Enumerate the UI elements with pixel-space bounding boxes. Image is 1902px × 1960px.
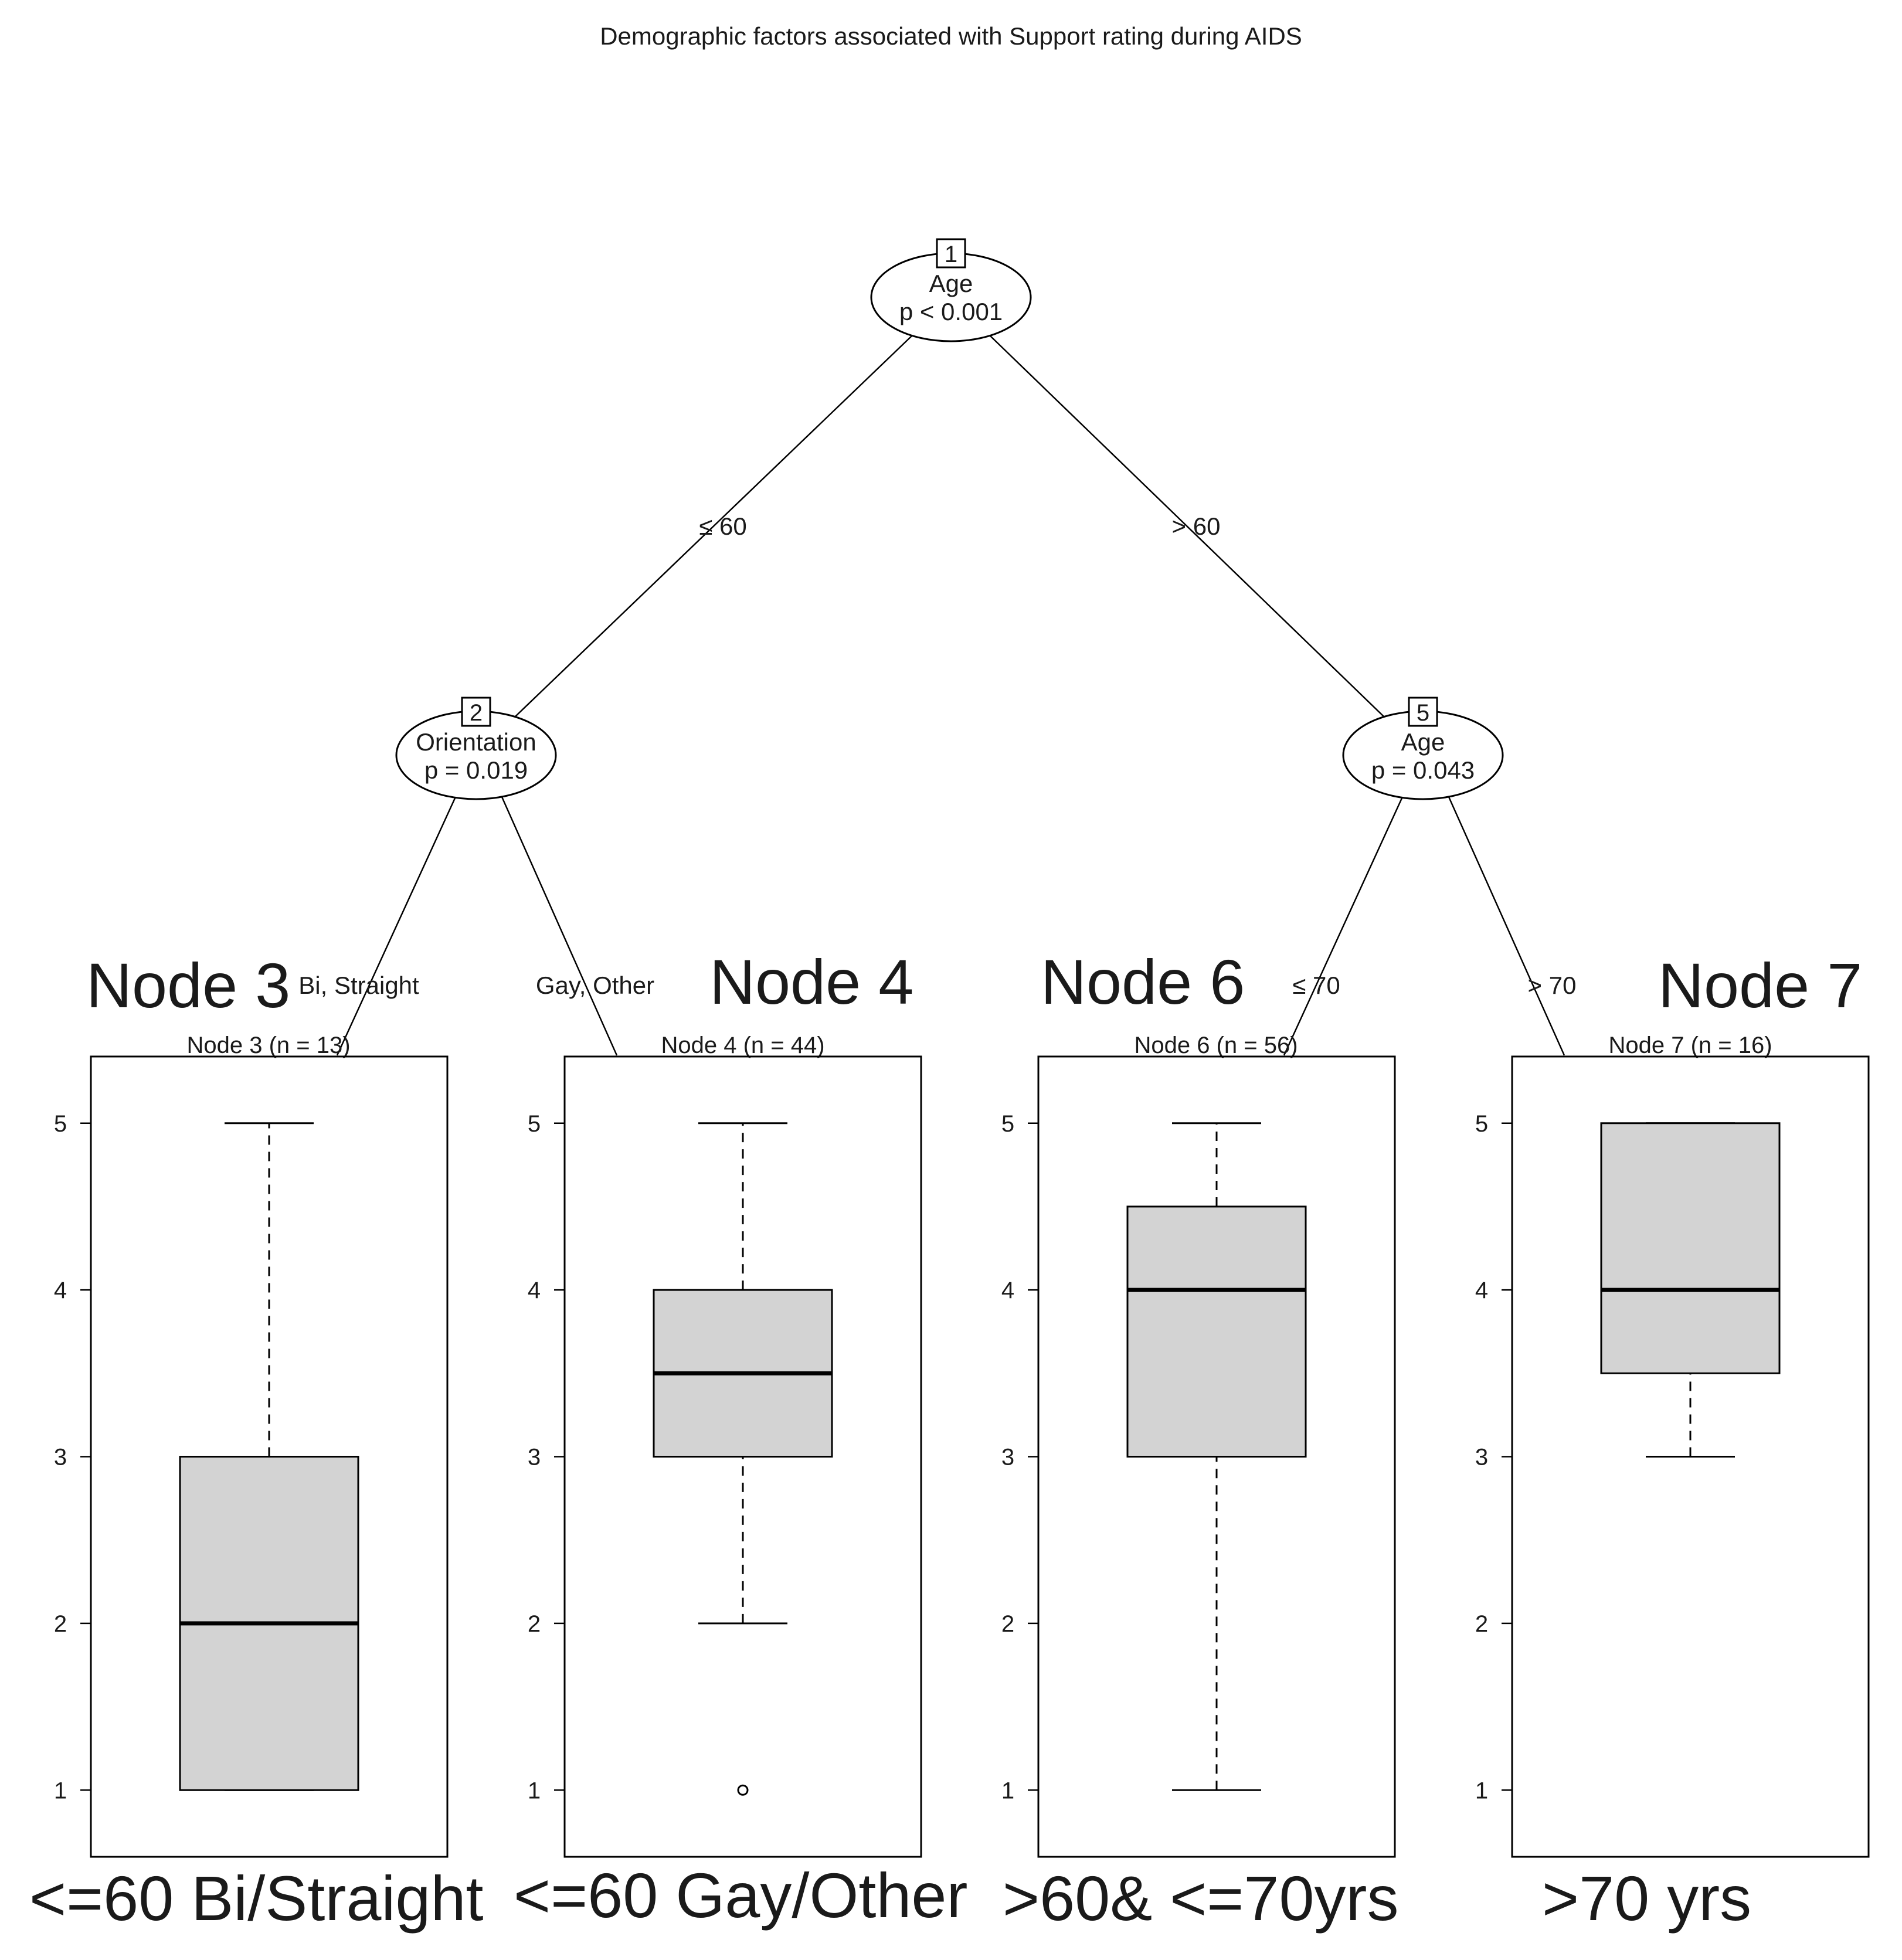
y-tick-label: 5 xyxy=(528,1111,541,1137)
node-7-panel: 1 2 3 4 5 xyxy=(1475,1055,1870,1858)
y-tick-label: 2 xyxy=(54,1611,67,1637)
node-id-box xyxy=(1408,697,1438,727)
tree-edge xyxy=(990,335,1384,717)
y-tick-label: 3 xyxy=(1475,1445,1488,1470)
y-tick-label: 3 xyxy=(1001,1445,1014,1470)
node-6-panel: 1 2 3 4 5 xyxy=(1001,1055,1396,1858)
boxplot-panels: 1 2 3 4 5 1 2 3 4 5 1 2 3 4 5 1 2 3 4 5 xyxy=(54,1055,1870,1858)
outlier-point xyxy=(737,1784,749,1796)
edge-label-2-4: Gay, Other xyxy=(536,971,654,999)
panel-header: Node 7 (n = 16) xyxy=(1608,1032,1772,1058)
edge-label-1-2: ≤ 60 xyxy=(699,512,746,540)
big-node-label: Node 6 xyxy=(1041,946,1245,1017)
y-tick-label: 2 xyxy=(1001,1611,1014,1637)
y-tick-label: 1 xyxy=(528,1778,541,1803)
tree-edge xyxy=(1447,795,1565,1056)
inner-node-5: 5 Age p = 0.043 xyxy=(1342,697,1504,800)
y-tick-label: 5 xyxy=(54,1111,67,1137)
y-tick-label: 2 xyxy=(1475,1611,1488,1637)
iqr-box xyxy=(1600,1122,1781,1374)
group-caption: <=60 Gay/Other xyxy=(514,1860,967,1931)
y-tick-label: 1 xyxy=(1001,1778,1014,1803)
node-p-value: p = 0.019 xyxy=(424,756,528,784)
y-tick-label: 4 xyxy=(528,1278,541,1303)
tree-edge xyxy=(500,795,618,1056)
group-caption: >60& <=70yrs xyxy=(1003,1863,1398,1934)
y-tick-label: 5 xyxy=(1001,1111,1014,1137)
y-tick-label: 4 xyxy=(1475,1278,1488,1303)
node-4-panel: 1 2 3 4 5 xyxy=(528,1055,922,1858)
edge-labels: ≤ 60 > 60 Bi, Straight Gay, Other ≤ 70 >… xyxy=(298,512,1576,999)
node-variable: Age xyxy=(1401,728,1445,756)
iqr-box xyxy=(1126,1205,1307,1458)
edge-label-1-5: > 60 xyxy=(1172,512,1221,540)
inner-node-2: 2 Orientation p = 0.019 xyxy=(395,697,557,800)
node-variable: Age xyxy=(929,270,973,297)
inner-node-1: 1 Age p < 0.001 xyxy=(870,238,1032,342)
node-3-panel: 1 2 3 4 5 xyxy=(54,1055,449,1858)
node-id-box xyxy=(936,238,966,269)
big-node-label: Node 4 xyxy=(709,946,913,1017)
node-variable: Orientation xyxy=(416,728,536,756)
y-tick-label: 1 xyxy=(1475,1778,1488,1803)
y-tick-label: 2 xyxy=(528,1611,541,1637)
tree-edge xyxy=(336,795,457,1056)
y-tick-label: 4 xyxy=(1001,1278,1014,1303)
node-p-value: p < 0.001 xyxy=(899,298,1003,325)
panel-header: Node 4 (n = 44) xyxy=(661,1032,824,1058)
node-id: 5 xyxy=(1417,700,1429,726)
edge-label-5-7: > 70 xyxy=(1528,971,1577,999)
group-caption: <=60 Bi/Straight xyxy=(29,1863,484,1934)
chart-title: Demographic factors associated with Supp… xyxy=(600,22,1302,50)
node-p-value: p = 0.043 xyxy=(1371,756,1475,784)
panel-headers: Node 3 (n = 13) Node 4 (n = 44) Node 6 (… xyxy=(186,1032,1772,1058)
node-id: 1 xyxy=(945,242,957,267)
big-node-labels: Node 3 Node 4 Node 6 Node 7 xyxy=(86,946,1862,1021)
y-tick-label: 4 xyxy=(54,1278,67,1303)
y-tick-label: 1 xyxy=(54,1778,67,1803)
group-captions: <=60 Bi/Straight <=60 Gay/Other >60& <=7… xyxy=(29,1860,1751,1934)
y-tick-label: 5 xyxy=(1475,1111,1488,1137)
group-caption: >70 yrs xyxy=(1542,1863,1751,1934)
tree-edge xyxy=(1283,795,1404,1056)
edge-label-5-6: ≤ 70 xyxy=(1292,971,1340,999)
node-id-box xyxy=(461,697,491,727)
node-id: 2 xyxy=(470,700,483,726)
panel-header: Node 6 (n = 56) xyxy=(1134,1032,1298,1058)
panel-header: Node 3 (n = 13) xyxy=(186,1032,350,1058)
big-node-label: Node 7 xyxy=(1658,950,1862,1021)
big-node-label: Node 3 xyxy=(86,950,290,1021)
tree-edge xyxy=(515,335,912,717)
y-tick-label: 3 xyxy=(528,1445,541,1470)
edge-label-2-3: Bi, Straight xyxy=(298,971,419,999)
y-tick-label: 3 xyxy=(54,1445,67,1470)
tree-edges xyxy=(336,335,1565,1056)
